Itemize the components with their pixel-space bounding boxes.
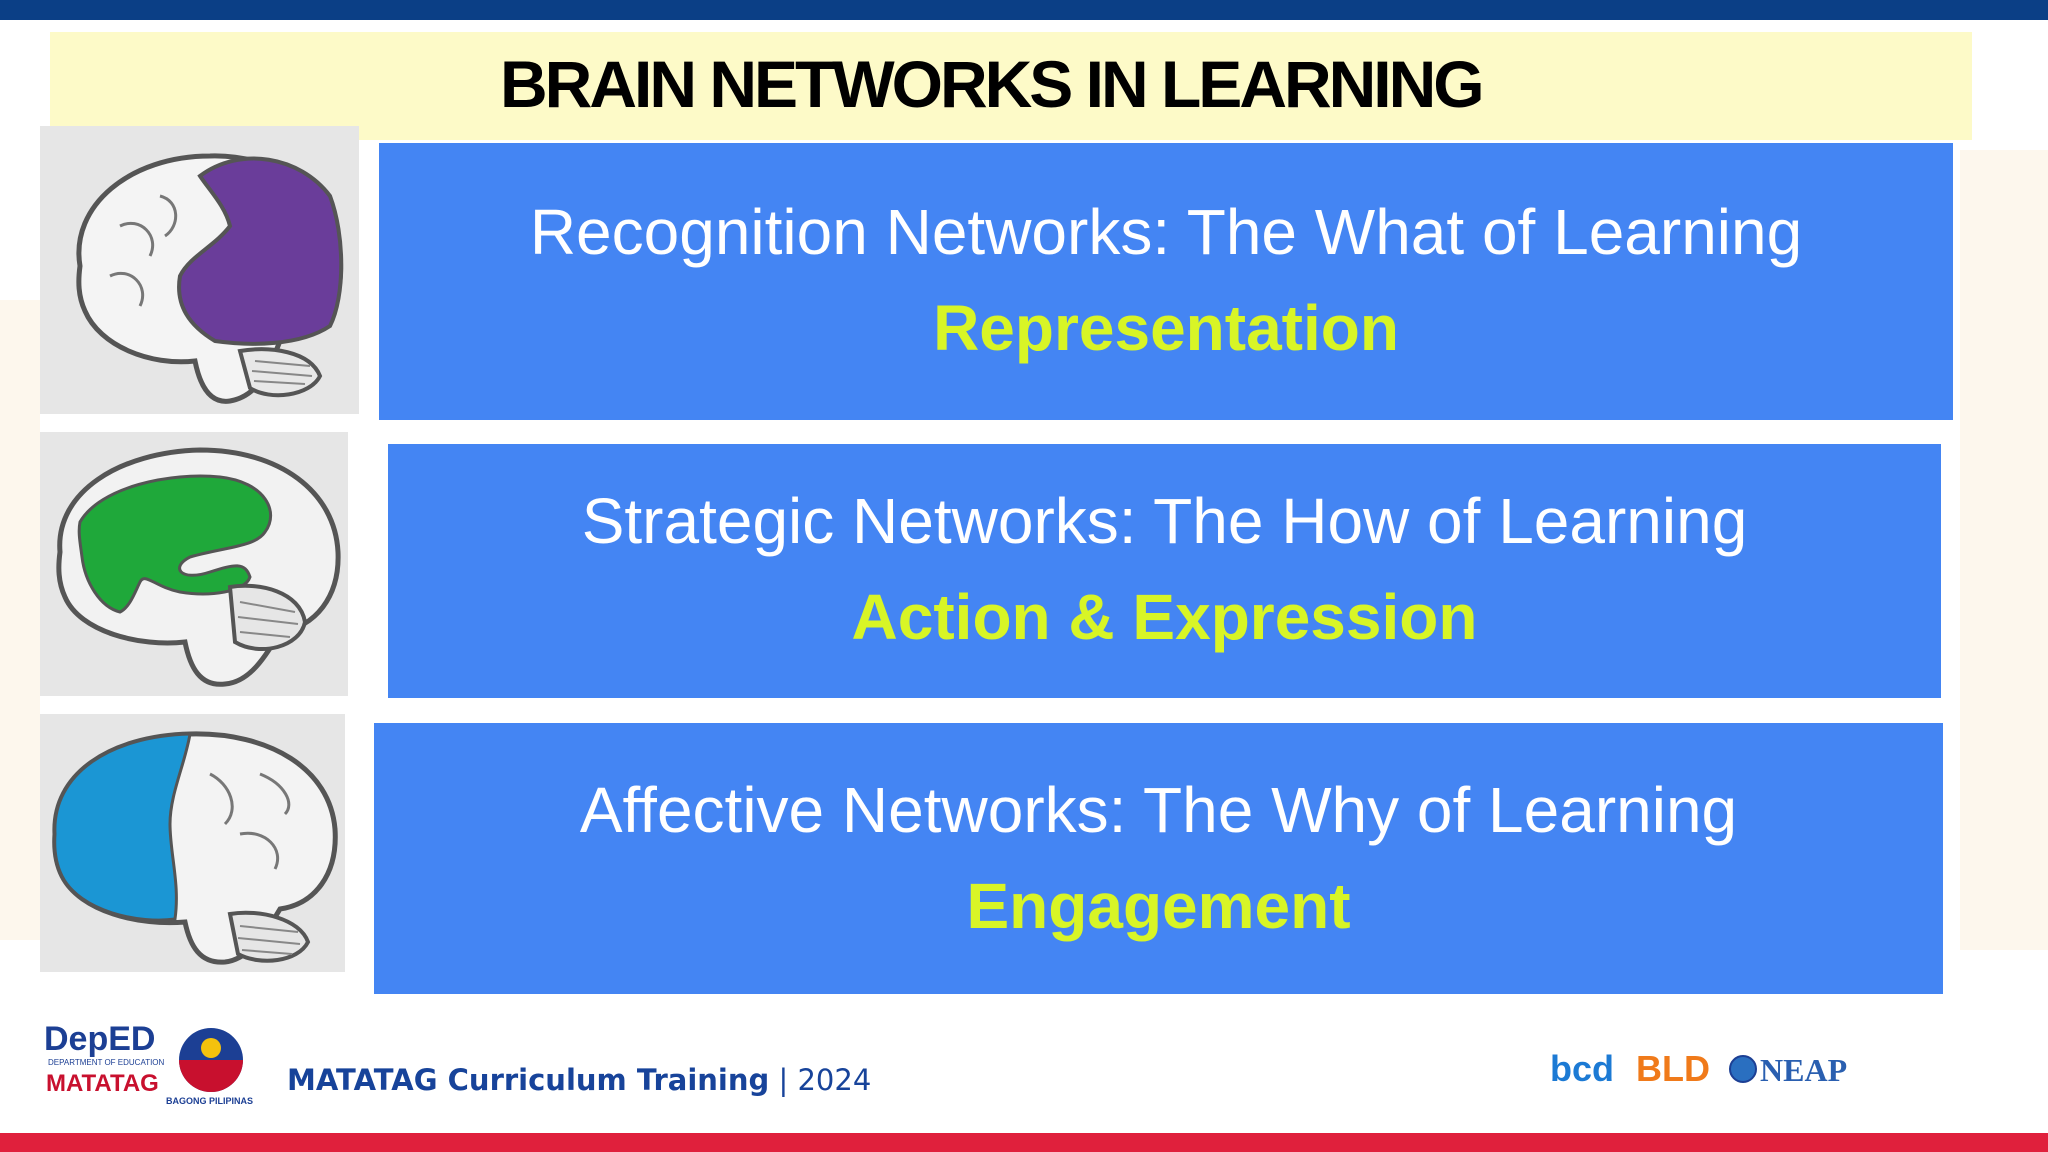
brain-affective-image bbox=[40, 714, 345, 972]
title-band bbox=[50, 32, 1972, 140]
bld-logo: BLD bbox=[1636, 1048, 1710, 1089]
footer-separator: | bbox=[778, 1063, 789, 1097]
brain-strategic-icon bbox=[56, 447, 341, 687]
neap-logo: NEAP bbox=[1728, 1048, 1858, 1092]
network-box-strategic: Strategic Networks: The How of Learning … bbox=[388, 444, 1941, 698]
footer-year: 2024 bbox=[797, 1063, 872, 1097]
slide-title: BRAIN NETWORKS IN LEARNING bbox=[500, 47, 1485, 121]
brain-strategic-image bbox=[40, 432, 348, 696]
bagong-pilipinas-seal-icon bbox=[179, 1028, 243, 1092]
footer-program-label: MATATAG Curriculum Training | 2024 bbox=[287, 1058, 871, 1102]
background-tint-left bbox=[0, 300, 40, 940]
network-title: Affective Networks: The Why of Learning bbox=[579, 774, 1738, 846]
top-accent-bar bbox=[0, 0, 2048, 20]
network-principle: Representation bbox=[933, 292, 1399, 364]
network-box-affective: Affective Networks: The Why of Learning … bbox=[374, 723, 1943, 994]
background-tint-right bbox=[1960, 150, 2048, 950]
network-title: Recognition Networks: The What of Learni… bbox=[529, 196, 1803, 268]
bottom-accent-bar bbox=[0, 1133, 2048, 1152]
network-box-recognition: Recognition Networks: The What of Learni… bbox=[379, 143, 1953, 420]
brain-recognition-image bbox=[40, 126, 359, 414]
footer-program: MATATAG Curriculum Training bbox=[287, 1063, 770, 1097]
network-title: Strategic Networks: The How of Learning bbox=[581, 485, 1748, 557]
brain-affective-icon bbox=[52, 731, 338, 965]
brain-recognition-icon bbox=[76, 153, 344, 404]
bcd-logo: bcd bbox=[1550, 1048, 1615, 1089]
bagong-pilipinas-logo: BAGONG PILIPINAS bbox=[166, 1020, 256, 1112]
network-principle: Engagement bbox=[966, 870, 1351, 942]
deped-matatag-logo: DepED DEPARTMENT OF EDUCATION MATATAG bbox=[44, 1020, 165, 1097]
network-principle: Action & Expression bbox=[851, 581, 1478, 653]
neap-globe-icon bbox=[1729, 1055, 1757, 1083]
